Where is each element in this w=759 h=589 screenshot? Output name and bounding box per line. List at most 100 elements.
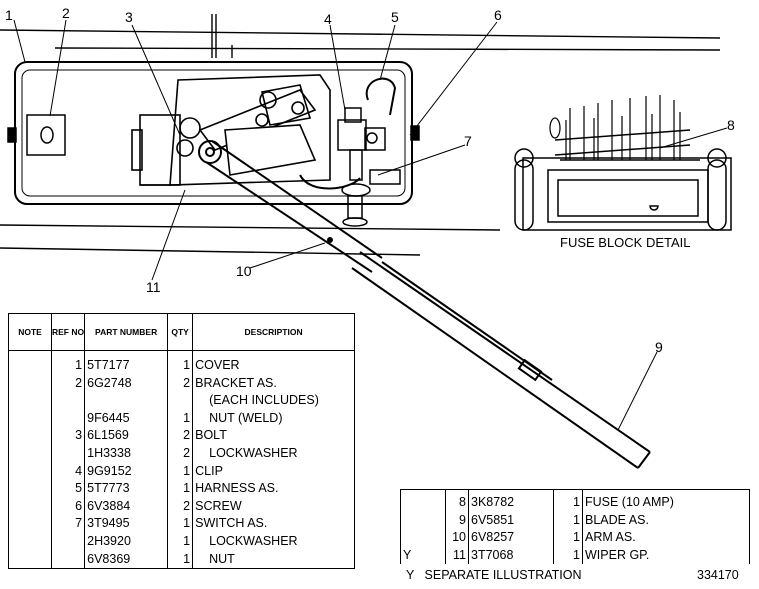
note-cell xyxy=(8,374,52,393)
description-cell: WIPER GP. xyxy=(585,547,650,562)
ref-no-cell: 8 xyxy=(445,494,469,512)
switch-assembly xyxy=(299,77,401,227)
qty-cell: 1 xyxy=(167,532,194,551)
qty-cell: 1 xyxy=(167,409,194,428)
ref-no-cell xyxy=(51,550,86,569)
bracket xyxy=(7,114,420,156)
description-cell: SCREW xyxy=(195,498,242,513)
fuse-block-detail xyxy=(514,95,732,231)
note-cell xyxy=(400,529,446,547)
description-cell: (EACH INCLUDES) xyxy=(209,393,319,408)
description-cell: CLIP xyxy=(195,463,223,478)
ref-no-cell xyxy=(51,444,86,463)
fuse-block-caption: FUSE BLOCK DETAIL xyxy=(560,235,691,250)
callout-3: 3 xyxy=(125,9,133,25)
callout-8: 8 xyxy=(727,117,735,133)
qty-cell: 1 xyxy=(167,550,194,569)
callout-4: 4 xyxy=(324,11,332,27)
qty-cell: 1 xyxy=(553,494,583,512)
callout-10: 10 xyxy=(236,263,252,279)
note-cell xyxy=(400,494,446,512)
note-cell xyxy=(8,532,52,551)
qty-cell xyxy=(167,392,194,410)
note-cell xyxy=(8,515,52,533)
ref-no-cell: 6 xyxy=(51,497,86,516)
leader-lines xyxy=(13,19,728,431)
ref-no-cell: 7 xyxy=(51,515,86,533)
parts-table-header: NOTE REF NO PART NUMBER QTY DESCRIPTION xyxy=(8,313,355,351)
qty-cell: 1 xyxy=(167,515,194,533)
description-cell: BLADE AS. xyxy=(585,512,649,527)
note-cell xyxy=(400,511,446,530)
header-description: DESCRIPTION xyxy=(192,313,355,351)
qty-cell: 1 xyxy=(167,480,194,498)
qty-cell: 1 xyxy=(553,529,583,547)
callout-5: 5 xyxy=(391,9,399,25)
qty-cell: 2 xyxy=(167,444,194,463)
ref-no-cell: 10 xyxy=(445,529,469,547)
ref-no-cell xyxy=(51,392,86,410)
wiper-motor xyxy=(131,74,331,186)
callout-1: 1 xyxy=(5,7,13,23)
description-cell: BOLT xyxy=(195,428,227,443)
callout-11: 11 xyxy=(146,279,161,295)
description-cell: COVER xyxy=(195,358,240,372)
qty-cell: 2 xyxy=(167,497,194,516)
part-number-cell: 6V5851 xyxy=(468,511,554,530)
note-cell xyxy=(8,462,52,481)
part-number-cell: 5T7177 xyxy=(84,357,169,375)
ref-no-cell: 1 xyxy=(51,357,86,375)
part-number-cell: 5T7773 xyxy=(84,480,169,498)
qty-cell: 1 xyxy=(167,357,194,375)
part-number-cell: 6L1569 xyxy=(84,427,169,445)
description-cell: ARM AS. xyxy=(585,530,636,545)
ref-no-cell: 11 xyxy=(445,546,469,565)
description-cell: LOCKWASHER xyxy=(209,533,298,548)
part-number-cell: 9F6445 xyxy=(84,409,169,428)
ref-no-cell: 9 xyxy=(445,511,469,530)
note-cell xyxy=(8,550,52,569)
description-cell: NUT (WELD) xyxy=(209,410,283,425)
ref-no-cell xyxy=(51,409,86,428)
header-ref-no: REF NO xyxy=(51,313,86,351)
header-part-number: PART NUMBER xyxy=(84,313,169,351)
note-cell xyxy=(8,480,52,498)
description-cell: FUSE (10 AMP) xyxy=(585,495,674,509)
note-cell xyxy=(8,497,52,516)
description-cell: SWITCH AS. xyxy=(195,516,268,531)
header-note: NOTE xyxy=(8,313,52,351)
description-cell: NUT xyxy=(209,551,235,566)
part-number-cell: 2H3920 xyxy=(84,532,169,551)
parts-table: NOTE REF NO PART NUMBER QTY DESCRIPTION … xyxy=(8,313,355,570)
description-cell: HARNESS AS. xyxy=(195,481,279,496)
callout-7: 7 xyxy=(464,133,472,149)
part-number-cell: 9G9152 xyxy=(84,462,169,481)
ref-no-cell: 5 xyxy=(51,480,86,498)
description-cell: LOCKWASHER xyxy=(209,445,298,460)
illustration-number: 334170 xyxy=(697,568,739,582)
note-cell: Y xyxy=(400,546,446,565)
description-cell: BRACKET AS. xyxy=(195,375,277,390)
note-cell xyxy=(8,392,52,410)
qty-cell: 1 xyxy=(553,546,583,565)
note-cell xyxy=(8,444,52,463)
footnote: Y SEPARATE ILLUSTRATION xyxy=(406,568,582,582)
part-number-cell: 3T7068 xyxy=(468,546,554,565)
part-number-cell: 6V8369 xyxy=(84,550,169,569)
part-number-cell: 1H3338 xyxy=(84,444,169,463)
header-qty: QTY xyxy=(167,313,194,351)
